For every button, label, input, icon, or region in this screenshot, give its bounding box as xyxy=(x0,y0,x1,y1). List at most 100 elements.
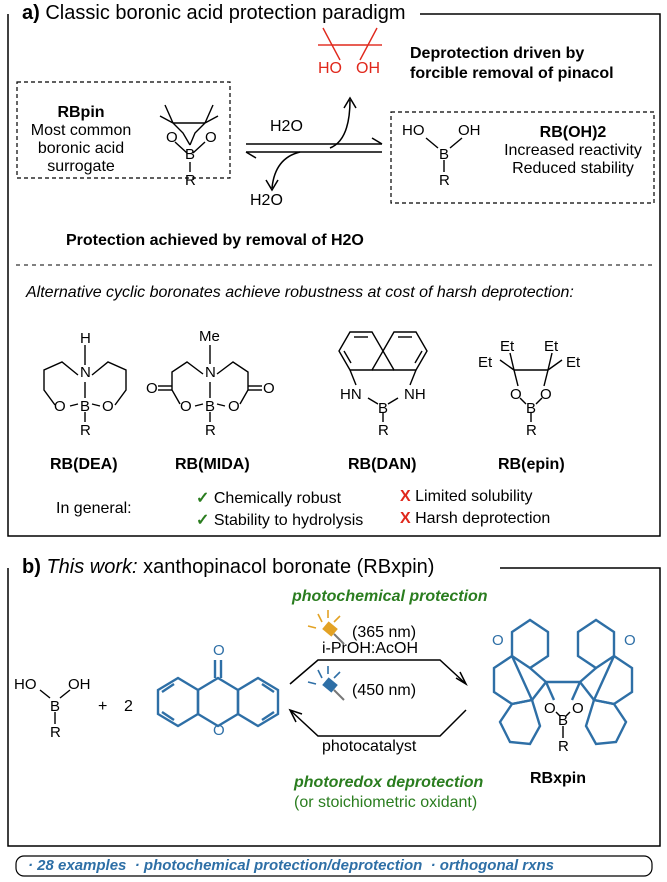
epin-Et4: Et xyxy=(566,354,581,371)
water-top: H2O xyxy=(270,118,303,135)
epin-Et1: Et xyxy=(500,338,515,355)
rbpin-name: RBpin xyxy=(57,104,105,121)
pinacol-ho: HO xyxy=(318,60,342,77)
rbxpin-R: R xyxy=(558,738,569,755)
deprotection-label: Deprotection driven by forcible removal … xyxy=(410,44,614,84)
dan-R: R xyxy=(378,422,389,439)
dea-B: B xyxy=(80,398,91,415)
dan-NH: NH xyxy=(404,386,426,403)
pro-2: ✓ Stability to hydrolysis xyxy=(196,510,363,530)
rbpin-line2: boronic acid xyxy=(37,140,125,157)
epin-Et2: Et xyxy=(544,338,559,355)
con-1: X Limited solubility xyxy=(400,488,533,506)
compound-mida: RB(MIDA) xyxy=(175,456,250,473)
section-a-letter: a) xyxy=(22,2,40,24)
rbpin-O-left: O xyxy=(166,129,178,146)
catalyst-label: photocatalyst xyxy=(322,738,417,755)
mida-B: B xyxy=(205,398,216,415)
mida-O-carbonyl-right: O xyxy=(263,380,275,397)
rboh2-B: B xyxy=(439,146,450,163)
epin-O-left: O xyxy=(510,386,522,403)
mida-O-left: O xyxy=(180,398,192,415)
xanthone-O-carbonyl: O xyxy=(213,642,225,659)
pro-1: ✓ Chemically robust xyxy=(196,488,341,508)
footer-item-1: 28 examples xyxy=(37,857,127,874)
wavelength-protect: (365 nm) xyxy=(352,624,417,641)
equiv-label: 2 xyxy=(124,698,133,715)
rboh2-R: R xyxy=(439,172,450,189)
dan-B: B xyxy=(378,400,389,417)
rbpin-O-right: O xyxy=(205,129,217,146)
wavelength-deprotect: (450 nm) xyxy=(352,682,417,699)
epin-Et3: Et xyxy=(478,354,493,371)
dea-H: H xyxy=(80,330,91,347)
rbxpin-B: B xyxy=(558,712,569,729)
dea-R: R xyxy=(80,422,91,439)
rbpin-line1: Most common xyxy=(30,122,132,139)
cross-icon: X xyxy=(400,488,411,505)
pinacol-oh: OH xyxy=(356,60,380,77)
deprotection-line1: Deprotection driven by xyxy=(410,45,585,62)
mida-N: N xyxy=(205,364,216,381)
rbxpin-O-b2: O xyxy=(572,700,584,717)
photoredox-deprotection-label: photoredox deprotection xyxy=(294,774,484,791)
water-bottom: H2O xyxy=(250,192,283,209)
epin-R: R xyxy=(526,422,537,439)
footer-item-3: orthogonal rxns xyxy=(439,857,554,874)
cross-icon: X xyxy=(400,510,411,527)
check-icon: ✓ xyxy=(196,490,210,507)
section-b-italic: This work: xyxy=(46,556,138,578)
mida-O-carbonyl-left: O xyxy=(146,380,158,397)
rbxpin-O-b1: O xyxy=(544,700,556,717)
photochemical-protection-label: photochemical protection xyxy=(292,588,488,605)
dea-O-right: O xyxy=(102,398,114,415)
bullet-icon: · xyxy=(430,857,436,874)
compound-dea: RB(DEA) xyxy=(50,456,118,473)
rbpin-B: B xyxy=(185,146,196,163)
deprotection-line2: forcible removal of pinacol xyxy=(410,65,614,82)
blue-lamp-icon xyxy=(307,666,345,701)
compound-dan: RB(DAN) xyxy=(348,456,417,473)
mida-O-right: O xyxy=(228,398,240,415)
acid-R: R xyxy=(50,724,61,741)
acid-OH: OH xyxy=(68,676,91,693)
pro-2-text: Stability to hydrolysis xyxy=(213,512,364,529)
rbpin-R: R xyxy=(185,172,196,189)
con-2: X Harsh deprotection xyxy=(400,510,550,528)
rboh2-line1: Increased reactivity xyxy=(504,142,642,159)
pro-1-text: Chemically robust xyxy=(213,490,342,507)
alternative-text: Alternative cyclic boronates achieve rob… xyxy=(26,284,574,301)
section-b-heading: b) This work: xanthopinacol boronate (RB… xyxy=(20,556,439,579)
dea-N: N xyxy=(80,364,91,381)
acid-B: B xyxy=(50,698,61,715)
bullet-icon: · xyxy=(134,857,140,874)
rbpin-description: RBpin Most common boronic acid surrogate xyxy=(22,104,140,176)
dea-O-left: O xyxy=(54,398,66,415)
rbxpin-O-right: O xyxy=(624,632,636,649)
uv-lamp-icon xyxy=(307,610,345,645)
rbxpin-O-left: O xyxy=(492,632,504,649)
rboh2-description: RB(OH)2 Increased reactivity Reduced sta… xyxy=(498,124,648,178)
general-label: In general: xyxy=(56,500,132,517)
epin-B: B xyxy=(526,400,537,417)
dan-HN: HN xyxy=(340,386,362,403)
xanthone-O-ring: O xyxy=(213,722,225,739)
rboh2-name: RB(OH)2 xyxy=(539,124,607,141)
rbpin-line3: surrogate xyxy=(47,158,115,175)
protection-text: Protection achieved by removal of H2O xyxy=(66,232,364,249)
rboh2-HO: HO xyxy=(402,122,425,139)
epin-O-right: O xyxy=(540,386,552,403)
section-a-title: Classic boronic acid protection paradigm xyxy=(45,2,406,24)
section-b-title: xanthopinacol boronate (RBxpin) xyxy=(143,556,435,578)
plus-sign: + xyxy=(98,698,108,715)
con-1-text: Limited solubility xyxy=(415,488,533,505)
compound-epin: RB(epin) xyxy=(498,456,565,473)
acid-HO: HO xyxy=(14,676,37,693)
footer-bar: · 28 examples · photochemical protection… xyxy=(28,857,554,874)
rboh2-line2: Reduced stability xyxy=(512,160,634,177)
oxidant-note: (or stoichiometric oxidant) xyxy=(294,794,478,811)
mida-R: R xyxy=(205,422,216,439)
section-b-letter: b) xyxy=(22,556,41,578)
rbxpin-label: RBxpin xyxy=(530,770,586,787)
